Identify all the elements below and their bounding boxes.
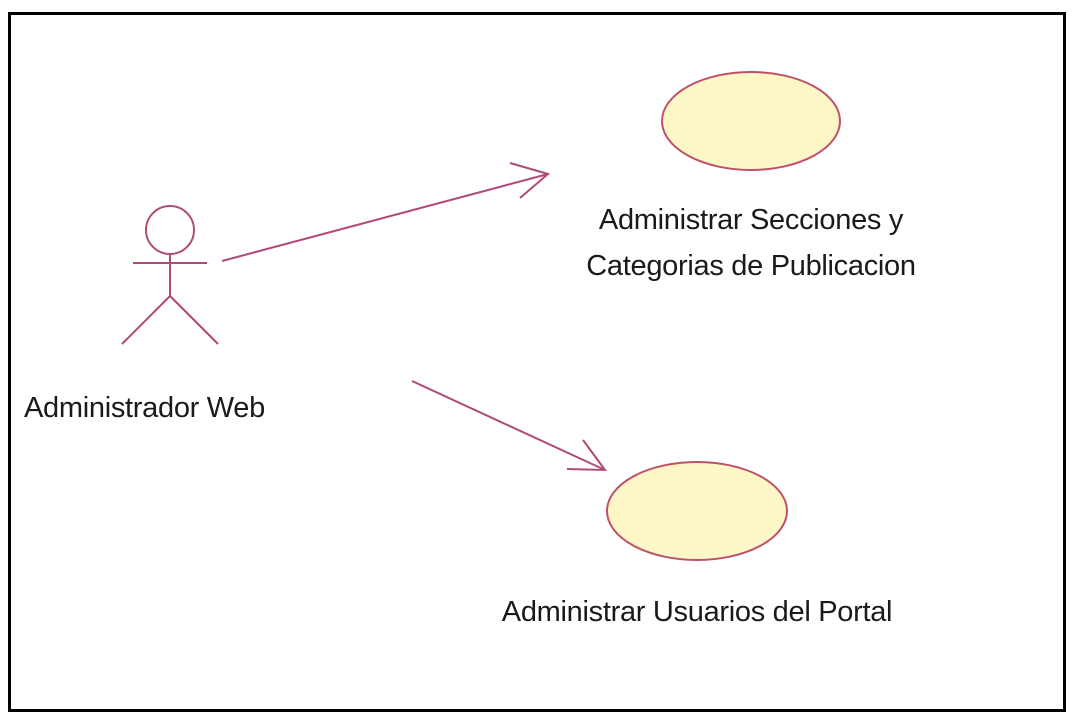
association-line [221, 173, 549, 262]
association-line [411, 380, 606, 471]
stick-figure-actor-icon[interactable] [121, 205, 219, 345]
actor-right-leg [169, 295, 219, 345]
arrow-head-icon [509, 162, 551, 199]
use-case-ellipse-uc1[interactable] [661, 71, 841, 171]
arrow-head-icon [566, 439, 608, 472]
actor-head [145, 205, 195, 255]
use-case-label-line: Administrar Secciones y [598, 204, 904, 236]
actor-left-leg [121, 295, 171, 345]
use-case-label-line: Categorias de Publicacion [586, 250, 916, 282]
association-arrow-uc1[interactable] [221, 162, 551, 262]
use-case-label-line: Administrar Usuarios del Portal [501, 596, 893, 628]
actor-label: Administrador Web [24, 392, 265, 424]
use-case-diagram [121, 71, 841, 561]
use-case-label-uc1: Administrar Secciones y Categorias de Pu… [586, 197, 916, 289]
association-arrow-uc2[interactable] [411, 380, 608, 472]
use-case-label-uc2: Administrar Usuarios del Portal [501, 589, 893, 635]
use-case-ellipse-uc2[interactable] [606, 461, 788, 561]
